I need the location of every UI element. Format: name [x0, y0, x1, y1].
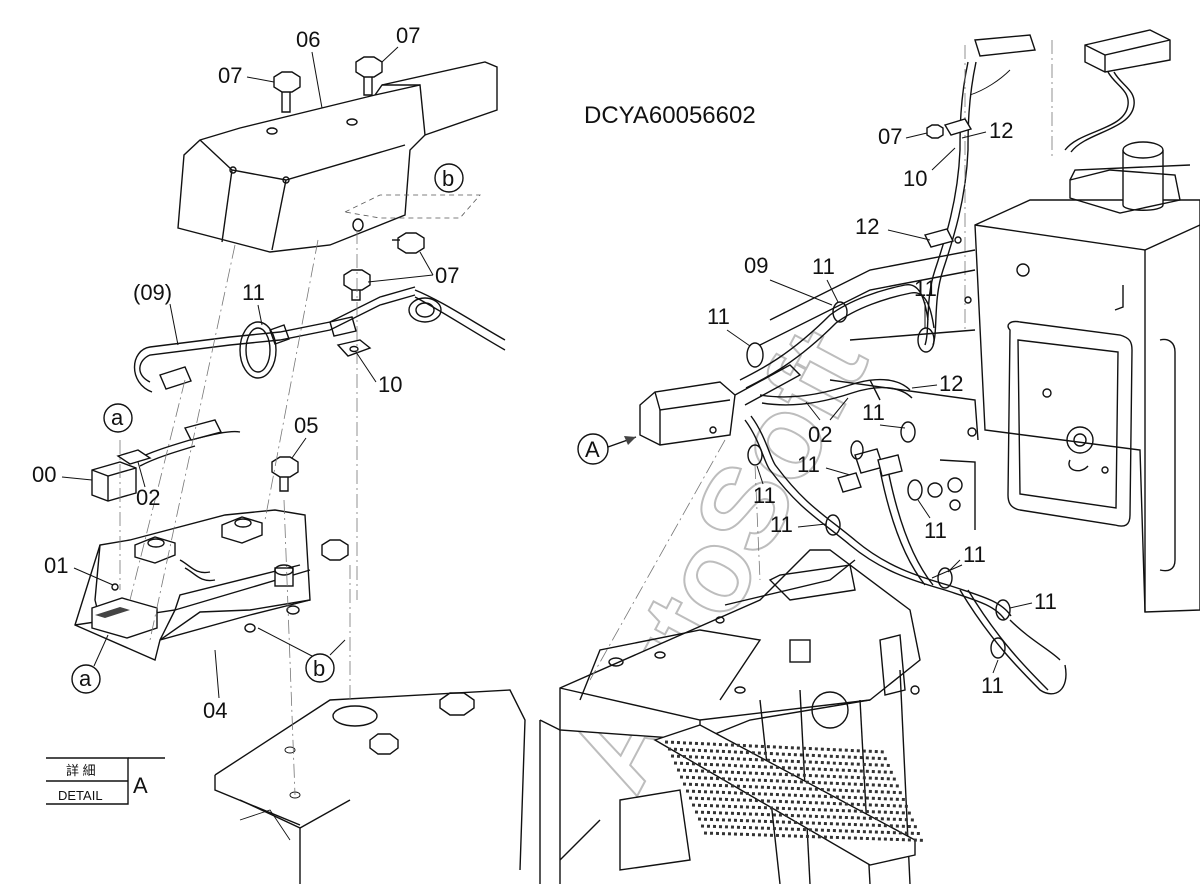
- bolt-07-c: [392, 232, 425, 254]
- clamp-10-detail: [336, 339, 372, 357]
- main-view: A: [539, 29, 1200, 884]
- callout-11-j: 11: [1034, 589, 1057, 614]
- detail-a-marker[interactable]: A: [577, 433, 637, 465]
- ref-circle-b-upper: b: [434, 163, 464, 193]
- clamps-main: [746, 301, 1011, 659]
- callout-12-right: 12: [939, 371, 963, 396]
- relay-00: [91, 449, 152, 502]
- drawing-code: DCYA60056602: [584, 102, 756, 129]
- ref-circle-a-upper: a: [103, 403, 133, 433]
- svg-text:b: b: [442, 166, 454, 191]
- cover-06: [177, 61, 498, 253]
- callout-11-d: 11: [862, 400, 885, 425]
- tank: [1069, 141, 1191, 214]
- callout-11-h: 11: [924, 518, 947, 543]
- callout-11-c: 11: [707, 304, 730, 329]
- detail-view: 06 07 07 07 (09) 11 10 05 00 02 01 04: [32, 23, 526, 884]
- callout-12-mid: 12: [855, 214, 879, 239]
- callout-05: 05: [294, 413, 318, 438]
- callout-11-b: 11: [914, 276, 937, 301]
- callout-11-e: 11: [797, 452, 820, 477]
- callout-07-lower: 07: [435, 263, 459, 288]
- bolt-07-a: [273, 71, 301, 113]
- lower-frame: [539, 549, 921, 884]
- bolt-07-b: [355, 56, 383, 96]
- callout-07-top-right: 07: [396, 23, 420, 48]
- callout-11-f: 11: [753, 483, 776, 508]
- callout-04: 04: [203, 698, 227, 723]
- frame-middle: [759, 236, 979, 530]
- perforated-step: [653, 724, 925, 866]
- callout-11-k: 11: [981, 673, 1004, 698]
- fuse-harness: [134, 419, 241, 467]
- bracket-04: [74, 509, 311, 661]
- callout-06: 06: [296, 27, 320, 52]
- svg-text:b: b: [313, 656, 325, 681]
- top-bracket: [1051, 29, 1171, 160]
- upper-harness: [923, 34, 1036, 346]
- detail-box: 詳 細 DETAIL A: [46, 757, 165, 805]
- callout-11-a: 11: [812, 254, 835, 279]
- callout-07-main: 07: [878, 124, 902, 149]
- clamp-11-detail: [239, 321, 290, 379]
- bolt-05: [271, 456, 299, 492]
- detail-callouts: 06 07 07 07 (09) 11 10 05 00 02 01 04: [32, 23, 464, 723]
- detail-en-label: DETAIL: [58, 788, 103, 803]
- callout-11-i: 11: [963, 542, 986, 567]
- callout-07-top-left: 07: [218, 63, 242, 88]
- callout-10-main: 10: [903, 166, 927, 191]
- ref-circle-a-lower: a: [71, 634, 109, 694]
- svg-text:a: a: [79, 666, 92, 691]
- callout-11-g: 11: [770, 512, 793, 537]
- callout-01: 01: [44, 553, 68, 578]
- detail-ref-letter: A: [133, 773, 148, 798]
- cabinet: [974, 199, 1200, 613]
- stud-bolt: [321, 539, 349, 561]
- main-callouts: 07 12 10 12 09 11 11 11 12 11 02 11: [707, 118, 1057, 698]
- floor-plate: [214, 689, 526, 884]
- callout-00: 00: [32, 462, 56, 487]
- cover-in-place: [639, 364, 802, 446]
- callout-09-main: 09: [744, 253, 768, 278]
- callout-11: 11: [242, 280, 265, 305]
- svg-text:A: A: [585, 437, 600, 462]
- harness-09: [134, 286, 506, 393]
- callout-02-main: 02: [808, 422, 832, 447]
- callout-02: 02: [136, 485, 160, 510]
- callout-10: 10: [378, 372, 402, 397]
- ref-circle-b-lower: b: [257, 627, 346, 683]
- callout-12-top: 12: [989, 118, 1013, 143]
- detail-jp-label: 詳 細: [66, 763, 96, 778]
- callout-09: (09): [133, 280, 172, 305]
- svg-text:a: a: [111, 405, 124, 430]
